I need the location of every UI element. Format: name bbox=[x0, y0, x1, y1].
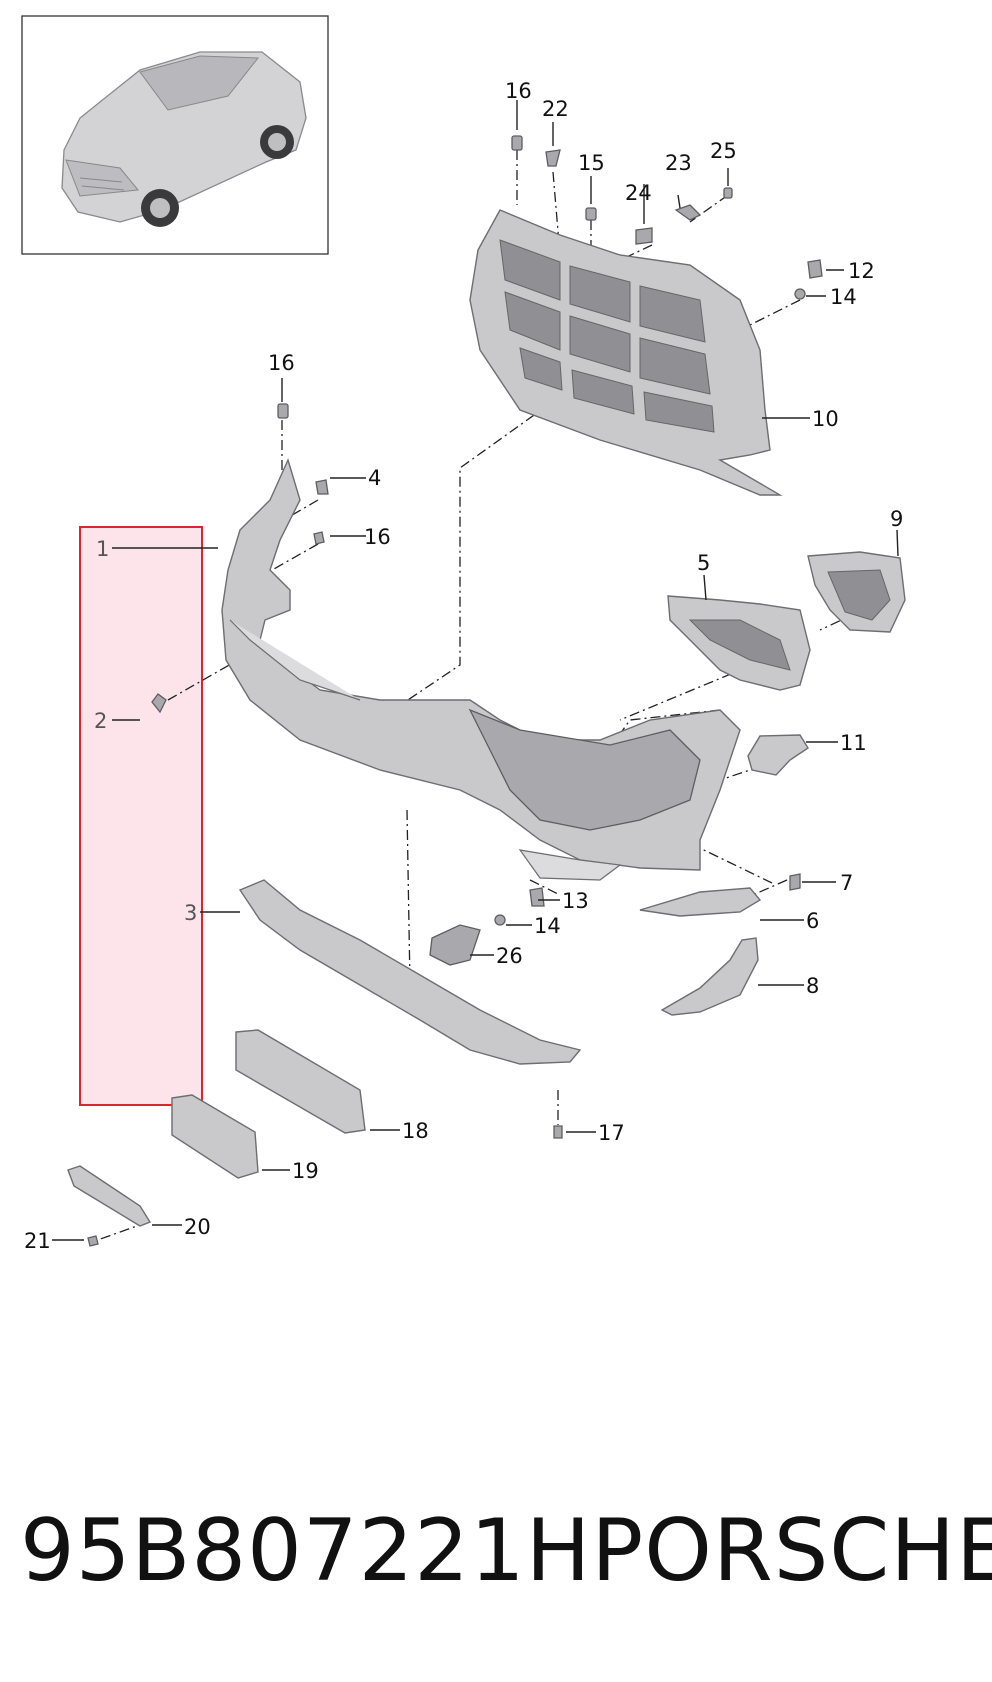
callout-2: 2 bbox=[94, 709, 107, 733]
callout-22: 22 bbox=[542, 97, 569, 121]
callout-3: 3 bbox=[184, 901, 197, 925]
callout-12: 12 bbox=[848, 259, 875, 283]
callout-13: 13 bbox=[562, 889, 589, 913]
leader-lines bbox=[52, 100, 899, 1241]
part-bar-20 bbox=[67, 1165, 152, 1227]
part-mount-26 bbox=[429, 924, 481, 966]
callout-20: 20 bbox=[184, 1215, 211, 1239]
part-trim-8 bbox=[660, 937, 759, 1016]
part-plate-19 bbox=[171, 1094, 259, 1179]
callout-15: 15 bbox=[578, 151, 605, 175]
part-insert-9 bbox=[807, 551, 906, 633]
highlight-box bbox=[79, 526, 203, 1106]
callout-5: 5 bbox=[697, 551, 710, 575]
callout-7: 7 bbox=[840, 871, 853, 895]
callout-14-top: 14 bbox=[830, 285, 857, 309]
callout-25: 25 bbox=[710, 139, 737, 163]
callout-9: 9 bbox=[890, 507, 903, 531]
callout-8: 8 bbox=[806, 974, 819, 998]
callout-24: 24 bbox=[625, 181, 652, 205]
callout-6: 6 bbox=[806, 909, 819, 933]
callout-23: 23 bbox=[665, 151, 692, 175]
callout-21: 21 bbox=[24, 1229, 51, 1253]
callout-14-low: 14 bbox=[534, 914, 561, 938]
fasteners bbox=[87, 135, 823, 1247]
vehicle-inset bbox=[21, 15, 329, 255]
part-spoiler-3 bbox=[238, 879, 582, 1065]
part-frame-5 bbox=[667, 595, 811, 691]
callout-26: 26 bbox=[496, 944, 523, 968]
callout-1: 1 bbox=[96, 537, 109, 561]
callout-19: 19 bbox=[292, 1159, 319, 1183]
part-grille-10 bbox=[469, 209, 783, 496]
callout-10: 10 bbox=[812, 407, 839, 431]
part-bracket-11 bbox=[747, 734, 809, 776]
callout-16-top: 16 bbox=[505, 79, 532, 103]
callout-16-mid: 16 bbox=[268, 351, 295, 375]
callout-4: 4 bbox=[368, 466, 381, 490]
callout-11: 11 bbox=[840, 731, 867, 755]
callout-16-low: 16 bbox=[364, 525, 391, 549]
callout-17: 17 bbox=[598, 1121, 625, 1145]
callout-labels: 16 22 15 23 24 25 12 14 10 16 4 16 1 2 5… bbox=[24, 79, 903, 1253]
footer-caption: 95B807221H PORSCHE bbox=[20, 1496, 992, 1606]
part-bumper-cover-1 bbox=[221, 458, 741, 881]
part-strip-6 bbox=[639, 887, 762, 917]
callout-18: 18 bbox=[402, 1119, 429, 1143]
brand-name: PORSCHE bbox=[591, 1501, 992, 1601]
part-plate-18 bbox=[235, 1029, 366, 1134]
part-number: 95B807221H bbox=[20, 1501, 592, 1601]
car-thumbnail-icon bbox=[61, 51, 307, 227]
